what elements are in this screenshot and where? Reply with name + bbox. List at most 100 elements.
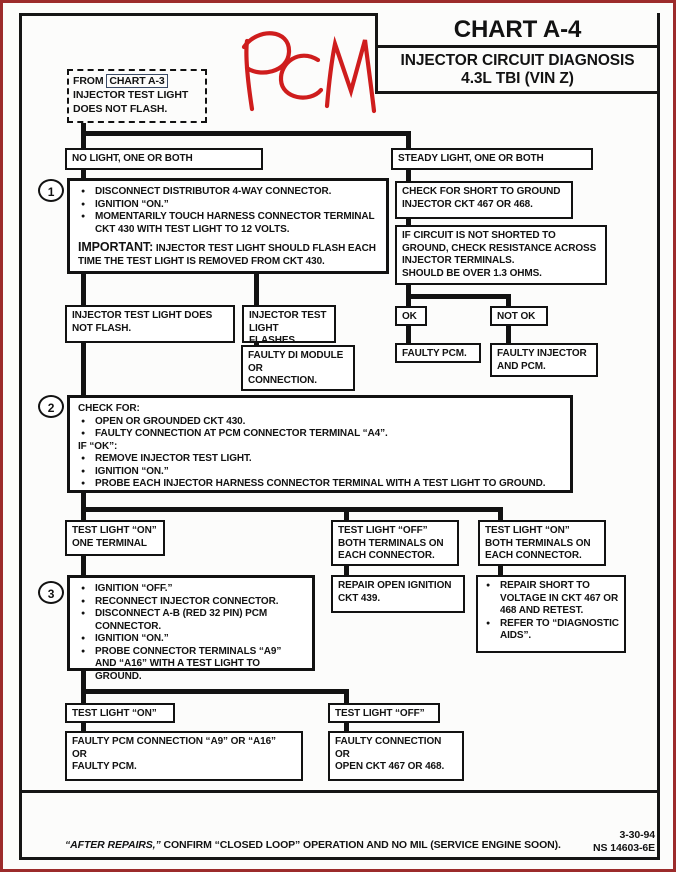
connector — [81, 131, 411, 136]
step-3-bullet: DISCONNECT A-B (RED 32 PIN) PCM CONNECTO… — [78, 608, 304, 633]
node-steady-light: STEADY LIGHT, ONE OR BOTH — [391, 148, 593, 170]
step-1-bullet: DISCONNECT DISTRIBUTOR 4-WAY CONNECTOR. — [78, 186, 378, 199]
node-test-light-off: TEST LIGHT “OFF” — [328, 703, 440, 723]
connector — [81, 689, 349, 694]
connector — [344, 689, 349, 705]
node-label: TEST LIGHT “ON” — [72, 525, 157, 536]
connector — [81, 274, 86, 306]
chart-subtitle: INJECTOR CIRCUIT DIAGNOSIS — [400, 52, 635, 69]
node-not-ok: NOT OK — [490, 306, 548, 326]
node-ok: OK — [395, 306, 427, 326]
node-no-light: NO LIGHT, ONE OR BOTH — [65, 148, 263, 170]
node-label: OK — [402, 311, 417, 322]
important-text: INJECTOR TEST LIGHT SHOULD FLASH EACH TI… — [78, 243, 376, 267]
from-line: DOES NOT FLASH. — [73, 103, 168, 115]
node-label: FAULTY PCM CONNECTION “A9” OR “A16” — [72, 736, 276, 747]
node-label: FAULTY INJECTOR — [497, 348, 587, 359]
step-number-label: 3 — [47, 587, 55, 601]
connector — [506, 294, 511, 308]
connector — [506, 326, 511, 345]
step-1-number: 1 — [38, 179, 64, 202]
node-label: INJECTOR TEST LIGHT DOES — [72, 310, 213, 321]
connector — [406, 170, 411, 184]
node-label: NOT FLASH. — [72, 322, 131, 334]
node-label: GROUND, CHECK RESISTANCE ACROSS — [402, 242, 597, 254]
node-test-on-both-terminals: TEST LIGHT “ON” BOTH TERMINALS ON EACH C… — [478, 520, 606, 566]
node-faulty-injector-pcm: FAULTY INJECTOR AND PCM. — [490, 343, 598, 377]
connector — [81, 121, 86, 151]
node-label: OPEN CKT 467 OR 468. — [335, 761, 445, 772]
node-label: INJECTOR CKT 467 OR 468. — [402, 198, 533, 210]
node-label: TEST LIGHT “ON” — [485, 525, 570, 536]
step-number-label: 2 — [47, 401, 55, 415]
connector — [498, 566, 503, 578]
connector — [81, 671, 86, 705]
step-1-bullet: IGNITION “ON.” — [78, 199, 378, 212]
node-label: STEADY LIGHT, ONE OR BOTH — [398, 153, 544, 164]
step-3-bullet: IGNITION “ON.” — [78, 633, 304, 646]
pcm-handwriting-annotation — [241, 31, 377, 114]
node-label: CONNECTION. — [248, 375, 317, 386]
connector — [81, 170, 86, 180]
from-prefix: FROM — [73, 75, 104, 87]
footer-note-rest: CONFIRM “CLOSED LOOP” OPERATION AND NO M… — [163, 839, 561, 851]
step-2-heading: CHECK FOR: — [78, 403, 140, 414]
step-2-bullet: OPEN OR GROUNDED CKT 430. — [78, 416, 562, 429]
connector — [344, 723, 349, 733]
node-label: FAULTY DI MODULE — [248, 350, 344, 361]
node-label: BOTH TERMINALS ON — [338, 537, 444, 549]
connector — [344, 566, 349, 578]
step-2-bullet: FAULTY CONNECTION AT PCM CONNECTOR TERMI… — [78, 428, 562, 441]
node-label: OR — [248, 362, 263, 374]
chart-engine-label: 4.3L TBI (VIN Z) — [461, 70, 574, 87]
connector — [81, 343, 86, 397]
from-line: INJECTOR TEST LIGHT — [73, 89, 189, 101]
connector — [344, 507, 349, 521]
node-repair-short-voltage: REPAIR SHORT TO VOLTAGE IN CKT 467 OR 46… — [476, 575, 626, 653]
step-number-label: 1 — [47, 185, 55, 199]
node-label: TEST LIGHT “ON” — [72, 708, 157, 719]
connector — [254, 274, 259, 306]
node-label: TEST LIGHT “OFF” — [335, 708, 425, 719]
node-label: AND PCM. — [497, 360, 546, 372]
node-label: INJECTOR TEST — [249, 310, 327, 321]
chart-title: CHART A-4 — [378, 13, 657, 48]
repair-bullet: REFER TO “DIAGNOSTIC AIDS”. — [483, 618, 619, 643]
step-3-bullet: PROBE CONNECTOR TERMINALS “A9” AND “A16”… — [78, 646, 304, 684]
chart-a3-link[interactable]: CHART A-3 — [106, 74, 168, 88]
node-label: EACH CONNECTOR. — [338, 550, 435, 561]
step-2-number: 2 — [38, 395, 64, 418]
connector — [406, 219, 411, 227]
node-repair-open-ignition: REPAIR OPEN IGNITION CKT 439. — [331, 575, 465, 613]
connector — [81, 723, 86, 733]
node-label: TEST LIGHT “OFF” — [338, 525, 428, 536]
connector — [81, 507, 503, 512]
node-step-2: CHECK FOR: OPEN OR GROUNDED CKT 430. FAU… — [67, 395, 573, 493]
connector — [498, 507, 503, 521]
page-frame — [19, 13, 660, 860]
footer-doc-number: NS 14603-6E — [593, 841, 655, 854]
important-label: IMPORTANT: — [78, 240, 154, 254]
node-resistance-check: IF CIRCUIT IS NOT SHORTED TO GROUND, CHE… — [395, 225, 607, 285]
node-label: FAULTY PCM. — [402, 348, 467, 359]
repair-bullet: REPAIR SHORT TO VOLTAGE IN CKT 467 OR 46… — [483, 580, 619, 618]
connector — [406, 326, 411, 345]
connector — [406, 294, 511, 299]
node-faulty-pcm-connection: FAULTY PCM CONNECTION “A9” OR “A16” OR F… — [65, 731, 303, 781]
node-step-3: IGNITION “OFF.” RECONNECT INJECTOR CONNE… — [67, 575, 315, 682]
step-1-bullet: MOMENTARILY TOUCH HARNESS CONNECTOR TERM… — [78, 211, 378, 236]
node-faulty-connection-open-ckt: FAULTY CONNECTION OR OPEN CKT 467 OR 468… — [328, 731, 464, 781]
step-2-bullet: REMOVE INJECTOR TEST LIGHT. — [78, 453, 562, 466]
node-test-light-not-flash: INJECTOR TEST LIGHT DOES NOT FLASH. — [65, 305, 235, 343]
node-check-short-to-ground: CHECK FOR SHORT TO GROUND INJECTOR CKT 4… — [395, 181, 573, 219]
step-3-bullet: RECONNECT INJECTOR CONNECTOR. — [78, 596, 304, 609]
node-label: BOTH TERMINALS ON — [485, 537, 591, 549]
step-3-bullet: IGNITION “OFF.” — [78, 583, 304, 596]
footer-date: 3-30-94 — [619, 829, 656, 841]
node-test-on-one-terminal: TEST LIGHT “ON” ONE TERMINAL — [65, 520, 165, 556]
node-label: ONE TERMINAL — [72, 537, 147, 549]
node-label: IF CIRCUIT IS NOT SHORTED TO — [402, 230, 556, 241]
step-2-subheading: IF “OK”: — [78, 440, 118, 452]
node-label: NOT OK — [497, 311, 536, 322]
